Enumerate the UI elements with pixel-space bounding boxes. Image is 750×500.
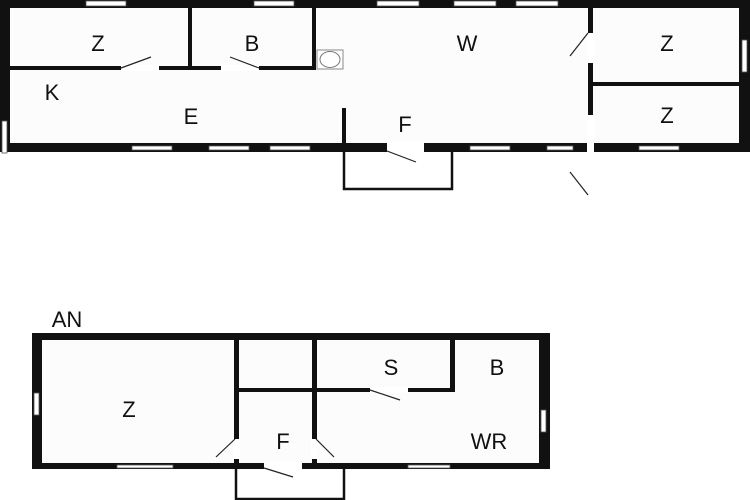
window [376,0,420,7]
porch [234,469,346,500]
door-swing [369,389,401,401]
wall-right [539,333,550,469]
door-swing [315,438,335,458]
room-label-z: Z [660,31,673,56]
wall-left [0,0,10,152]
window [33,392,40,416]
porch [342,152,454,191]
ground-floor-plan: Z B W Z Z K E F [0,0,750,196]
room-label-wr: WR [471,429,508,454]
room-label-z: Z [660,103,673,128]
door-swing [215,438,236,458]
room-label-z: Z [122,397,135,422]
door-gap [311,439,318,459]
annex-title: AN [52,307,83,332]
door-swing [386,150,417,163]
door-gap [221,65,259,71]
window [131,145,173,151]
window [85,0,127,7]
ground-floor-interior [0,0,750,150]
door-swing [120,56,152,69]
window [546,145,574,151]
wall-s-b [450,340,455,392]
door-swing [569,171,589,196]
wall-e-f [342,108,346,148]
room-label-b: B [245,31,260,56]
wall-z-z [593,82,739,86]
room-label-e: E [184,104,199,129]
wall-s-bottom [239,388,455,392]
wall-bottom [0,143,750,152]
window [540,409,547,433]
window [116,464,174,469]
door-gap [264,462,302,470]
window [253,0,295,7]
window [515,0,559,7]
room-label-z: Z [91,31,104,56]
door-gap [121,65,159,71]
window [407,464,451,469]
window [741,39,748,73]
window [453,0,497,7]
door-gap [370,387,408,393]
room-label-f: F [398,112,411,137]
door-gap [387,142,424,153]
wall-w-z [588,8,593,152]
window [1,120,8,154]
annex-interior [33,333,549,470]
wall-rooms-hall [10,66,316,70]
window [638,145,680,151]
window [208,145,250,151]
door-swing [229,56,260,69]
door-swing [569,32,589,57]
door-gap [233,439,240,459]
wall-z-b [188,8,192,70]
wall-f-wr [312,340,317,469]
door-gap [587,115,594,195]
wall-z-f [234,340,239,469]
wall-right [739,0,750,152]
wall-b-w [312,8,316,70]
stove-burner [319,51,341,68]
door-gap [587,33,594,63]
wall-top [32,333,550,340]
room-label-k: K [45,80,60,105]
annex-plan: AN Z S B F WR [32,307,550,500]
door-swing [263,467,294,478]
window [269,145,311,151]
wall-top [0,0,750,8]
window [469,145,511,151]
room-label-s: S [384,355,399,380]
room-label-b: B [490,355,505,380]
room-label-w: W [457,31,478,56]
room-label-f: F [276,429,289,454]
